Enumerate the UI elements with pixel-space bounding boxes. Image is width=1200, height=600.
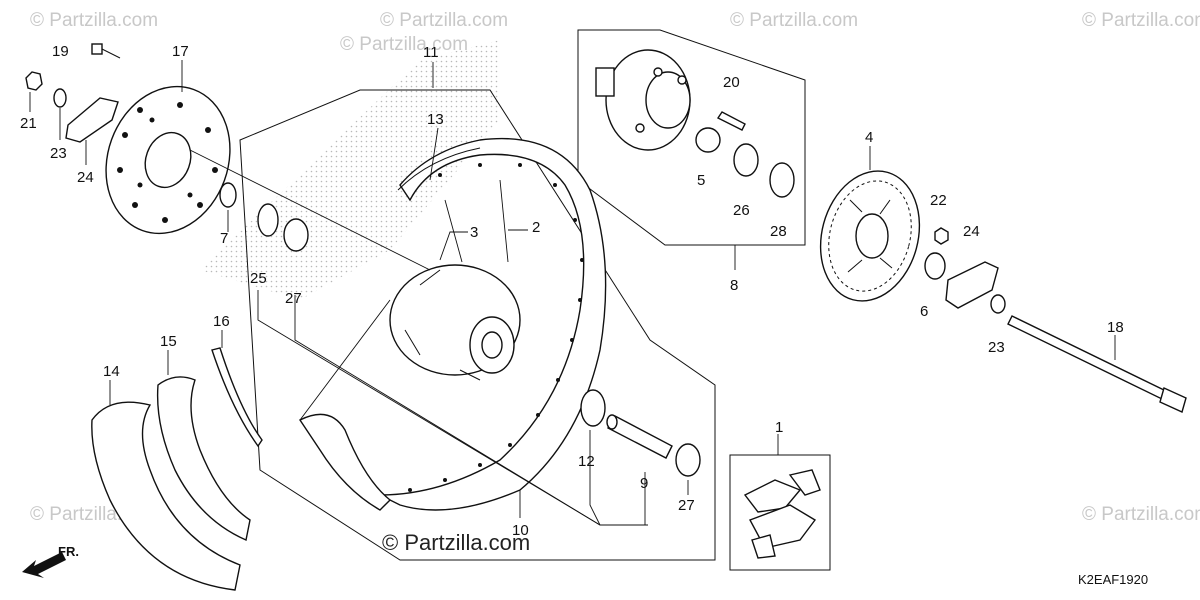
bearing-right bbox=[675, 443, 701, 477]
leader-9-12 bbox=[589, 430, 646, 526]
callout-1: 1 bbox=[775, 419, 783, 436]
callout-19: 19 bbox=[52, 43, 69, 60]
callout-28: 28 bbox=[770, 223, 787, 240]
washer-right bbox=[990, 294, 1006, 314]
callout-labels: 1 2 3 4 5 6 7 8 9 10 11 13 12 14 15 16 1… bbox=[20, 43, 1124, 539]
axle-nut bbox=[25, 71, 43, 91]
inner-tube bbox=[156, 376, 251, 541]
carrier-collar bbox=[695, 127, 721, 153]
hub-group-outline bbox=[577, 29, 806, 246]
callout-14: 14 bbox=[103, 363, 120, 380]
wheel-hub bbox=[389, 264, 521, 381]
watermark-bottom-right: © Partzilla.com bbox=[1082, 504, 1200, 525]
front-arrow-icon: FR. bbox=[22, 544, 79, 578]
disc-bolt bbox=[91, 43, 121, 59]
damper-rubbers bbox=[743, 469, 821, 559]
bearing-left bbox=[283, 218, 309, 252]
watermark-top-far-right: © Partzilla.com bbox=[1082, 10, 1200, 31]
damper-box bbox=[729, 454, 831, 571]
callout-16: 16 bbox=[213, 313, 230, 330]
callout-23-right: 23 bbox=[988, 339, 1005, 356]
chain-adjuster-left bbox=[65, 97, 119, 143]
rear-rim bbox=[298, 137, 607, 511]
carrier-seal bbox=[769, 162, 795, 198]
watermark-top-left: © Partzilla.com bbox=[30, 10, 158, 31]
callout-22: 22 bbox=[930, 192, 947, 209]
callout-21: 21 bbox=[20, 115, 37, 132]
watermark-top-right: © Partzilla.com bbox=[730, 10, 858, 31]
callout-8: 8 bbox=[730, 277, 738, 294]
front-label: FR. bbox=[58, 544, 79, 559]
callout-27-left: 27 bbox=[285, 290, 302, 307]
tire bbox=[91, 401, 241, 591]
sprocket-nut bbox=[934, 227, 949, 245]
callout-24-right: 24 bbox=[963, 223, 980, 240]
callout-5: 5 bbox=[697, 172, 705, 189]
watermark-top-mid: © Partzilla.com bbox=[380, 10, 508, 31]
leader-14-16 bbox=[109, 330, 223, 405]
callout-9: 9 bbox=[640, 475, 648, 492]
leader-axle bbox=[189, 149, 431, 271]
callout-12: 12 bbox=[578, 453, 595, 470]
chain-adjuster-right bbox=[945, 261, 999, 309]
bearing-carrier bbox=[733, 143, 759, 177]
callout-4: 4 bbox=[865, 129, 873, 146]
callout-18: 18 bbox=[1107, 319, 1124, 336]
callout-6: 6 bbox=[920, 303, 928, 320]
callout-15: 15 bbox=[160, 333, 177, 350]
callout-24-left: 24 bbox=[77, 169, 94, 186]
rim-band bbox=[211, 347, 263, 448]
callout-23-left: 23 bbox=[50, 145, 67, 162]
callout-2: 2 bbox=[532, 219, 540, 236]
o-ring bbox=[580, 389, 606, 427]
leader-27-bracket bbox=[294, 295, 601, 526]
rear-axle bbox=[1007, 315, 1187, 413]
callout-20: 20 bbox=[723, 74, 740, 91]
distance-collar bbox=[606, 414, 673, 459]
spokes bbox=[299, 179, 509, 421]
callout-13: 13 bbox=[427, 111, 444, 128]
callout-3: 3 bbox=[470, 224, 478, 241]
callout-26: 26 bbox=[733, 202, 750, 219]
callout-27-right: 27 bbox=[678, 497, 695, 514]
leader-small bbox=[29, 92, 229, 232]
diagram-code: K2EAF1920 bbox=[1078, 572, 1148, 587]
dust-seal bbox=[257, 203, 279, 237]
callout-25: 25 bbox=[250, 270, 267, 287]
sprocket-carrier bbox=[595, 49, 691, 151]
watermark-group: © Partzilla.com © Partzilla.com © Partzi… bbox=[30, 10, 1200, 525]
watermark-center: © Partzilla.com bbox=[340, 34, 468, 55]
shading-area bbox=[200, 40, 500, 300]
callout-10: 10 bbox=[512, 522, 529, 539]
side-collar bbox=[219, 182, 237, 208]
right-collar bbox=[924, 252, 946, 280]
brake-disc bbox=[105, 85, 231, 235]
callout-11: 11 bbox=[423, 44, 439, 61]
driven-sprocket bbox=[819, 170, 921, 302]
partzilla-logo-text: © Partzilla.com bbox=[382, 530, 530, 555]
washer-left bbox=[53, 88, 67, 108]
wheel-group-outline bbox=[239, 89, 716, 561]
leader-13 bbox=[429, 127, 439, 181]
callout-17: 17 bbox=[172, 43, 189, 60]
leader-25-bracket bbox=[257, 290, 648, 526]
carrier-stud bbox=[716, 111, 746, 131]
callout-7: 7 bbox=[220, 230, 228, 247]
leader-3 bbox=[439, 231, 468, 261]
